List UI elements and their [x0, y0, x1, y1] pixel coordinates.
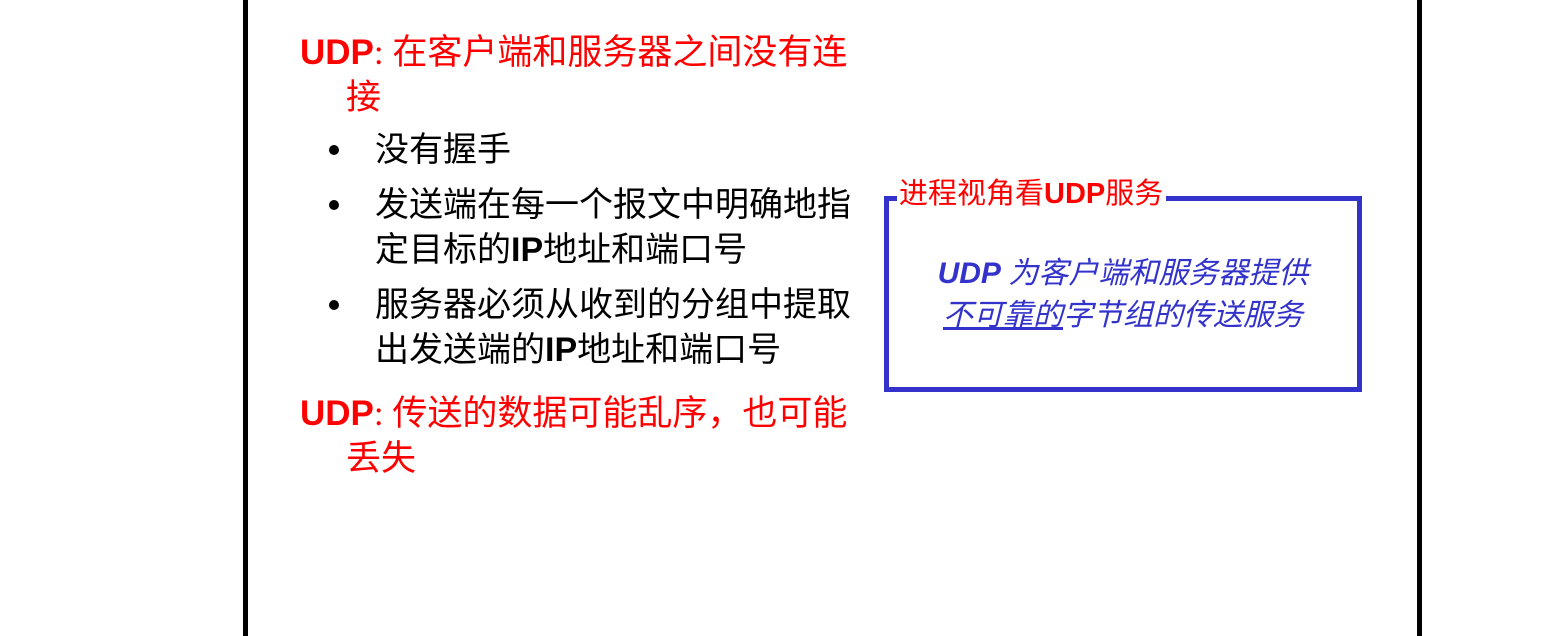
- bullet-dot-icon: [329, 300, 339, 310]
- callout-line-1: UDP 为客户端和服务器提供: [889, 253, 1357, 295]
- bullet-list: 没有握手 发送端在每一个报文中明确地指定目标的IP地址和端口号 服务器必须从收到…: [300, 128, 860, 373]
- bullet-dot-icon: [329, 200, 339, 210]
- bullet-text-prefix: 服务器必须从收到的分组中提取出发送端的: [375, 287, 851, 369]
- list-item: 没有握手: [300, 128, 860, 173]
- callout-legend: 进程视角看UDP服务: [897, 177, 1167, 211]
- heading-bottom: UDP: 传送的数据可能乱序，也可能丢失: [300, 391, 860, 481]
- callout-line-2-underlined: 不可靠的: [943, 299, 1063, 332]
- callout-line-2-text: 字节组的传送服务: [1063, 299, 1303, 332]
- callout-legend-latin: UDP: [1044, 178, 1106, 210]
- bullet-text-main: 没有握手: [375, 132, 511, 169]
- heading-top-prefix: UDP: [300, 33, 374, 72]
- bullet-text-main: IP: [511, 231, 544, 269]
- heading-top: UDP: 在客户端和服务器之间没有连接: [300, 30, 860, 120]
- callout-body: UDP 为客户端和服务器提供 不可靠的字节组的传送服务: [889, 253, 1357, 337]
- callout-legend-prefix: 进程视角看: [899, 178, 1045, 210]
- bullet-text-suffix: 地址和端口号: [543, 232, 748, 269]
- slide-frame-left-rule: [243, 0, 248, 636]
- bullet-dot-icon: [329, 145, 339, 155]
- callout-line-1-latin: UDP: [937, 257, 1001, 290]
- list-item: 发送端在每一个报文中明确地指定目标的IP地址和端口号: [300, 183, 860, 273]
- slide-frame-right-rule: [1417, 0, 1422, 636]
- bullet-text-suffix: 地址和端口号: [577, 332, 782, 369]
- udp-service-callout-box: 进程视角看UDP服务 UDP 为客户端和服务器提供 不可靠的字节组的传送服务: [884, 177, 1362, 392]
- list-item: 服务器必须从收到的分组中提取出发送端的IP地址和端口号: [300, 283, 860, 373]
- heading-top-text: : 在客户端和服务器之间没有连接: [346, 33, 848, 117]
- callout-line-1-text: 为客户端和服务器提供: [1008, 257, 1309, 290]
- slide-body-column: UDP: 在客户端和服务器之间没有连接 没有握手 发送端在每一个报文中明确地指定…: [300, 30, 860, 489]
- bullet-text-prefix: 发送端在每一个报文中明确地指定目标的: [375, 187, 851, 269]
- callout-line-2: 不可靠的字节组的传送服务: [889, 295, 1357, 337]
- callout-legend-suffix: 服务: [1105, 178, 1164, 210]
- heading-bottom-text: : 传送的数据可能乱序，也可能丢失: [346, 394, 848, 478]
- bullet-text-main: IP: [545, 331, 578, 369]
- heading-bottom-prefix: UDP: [300, 394, 374, 433]
